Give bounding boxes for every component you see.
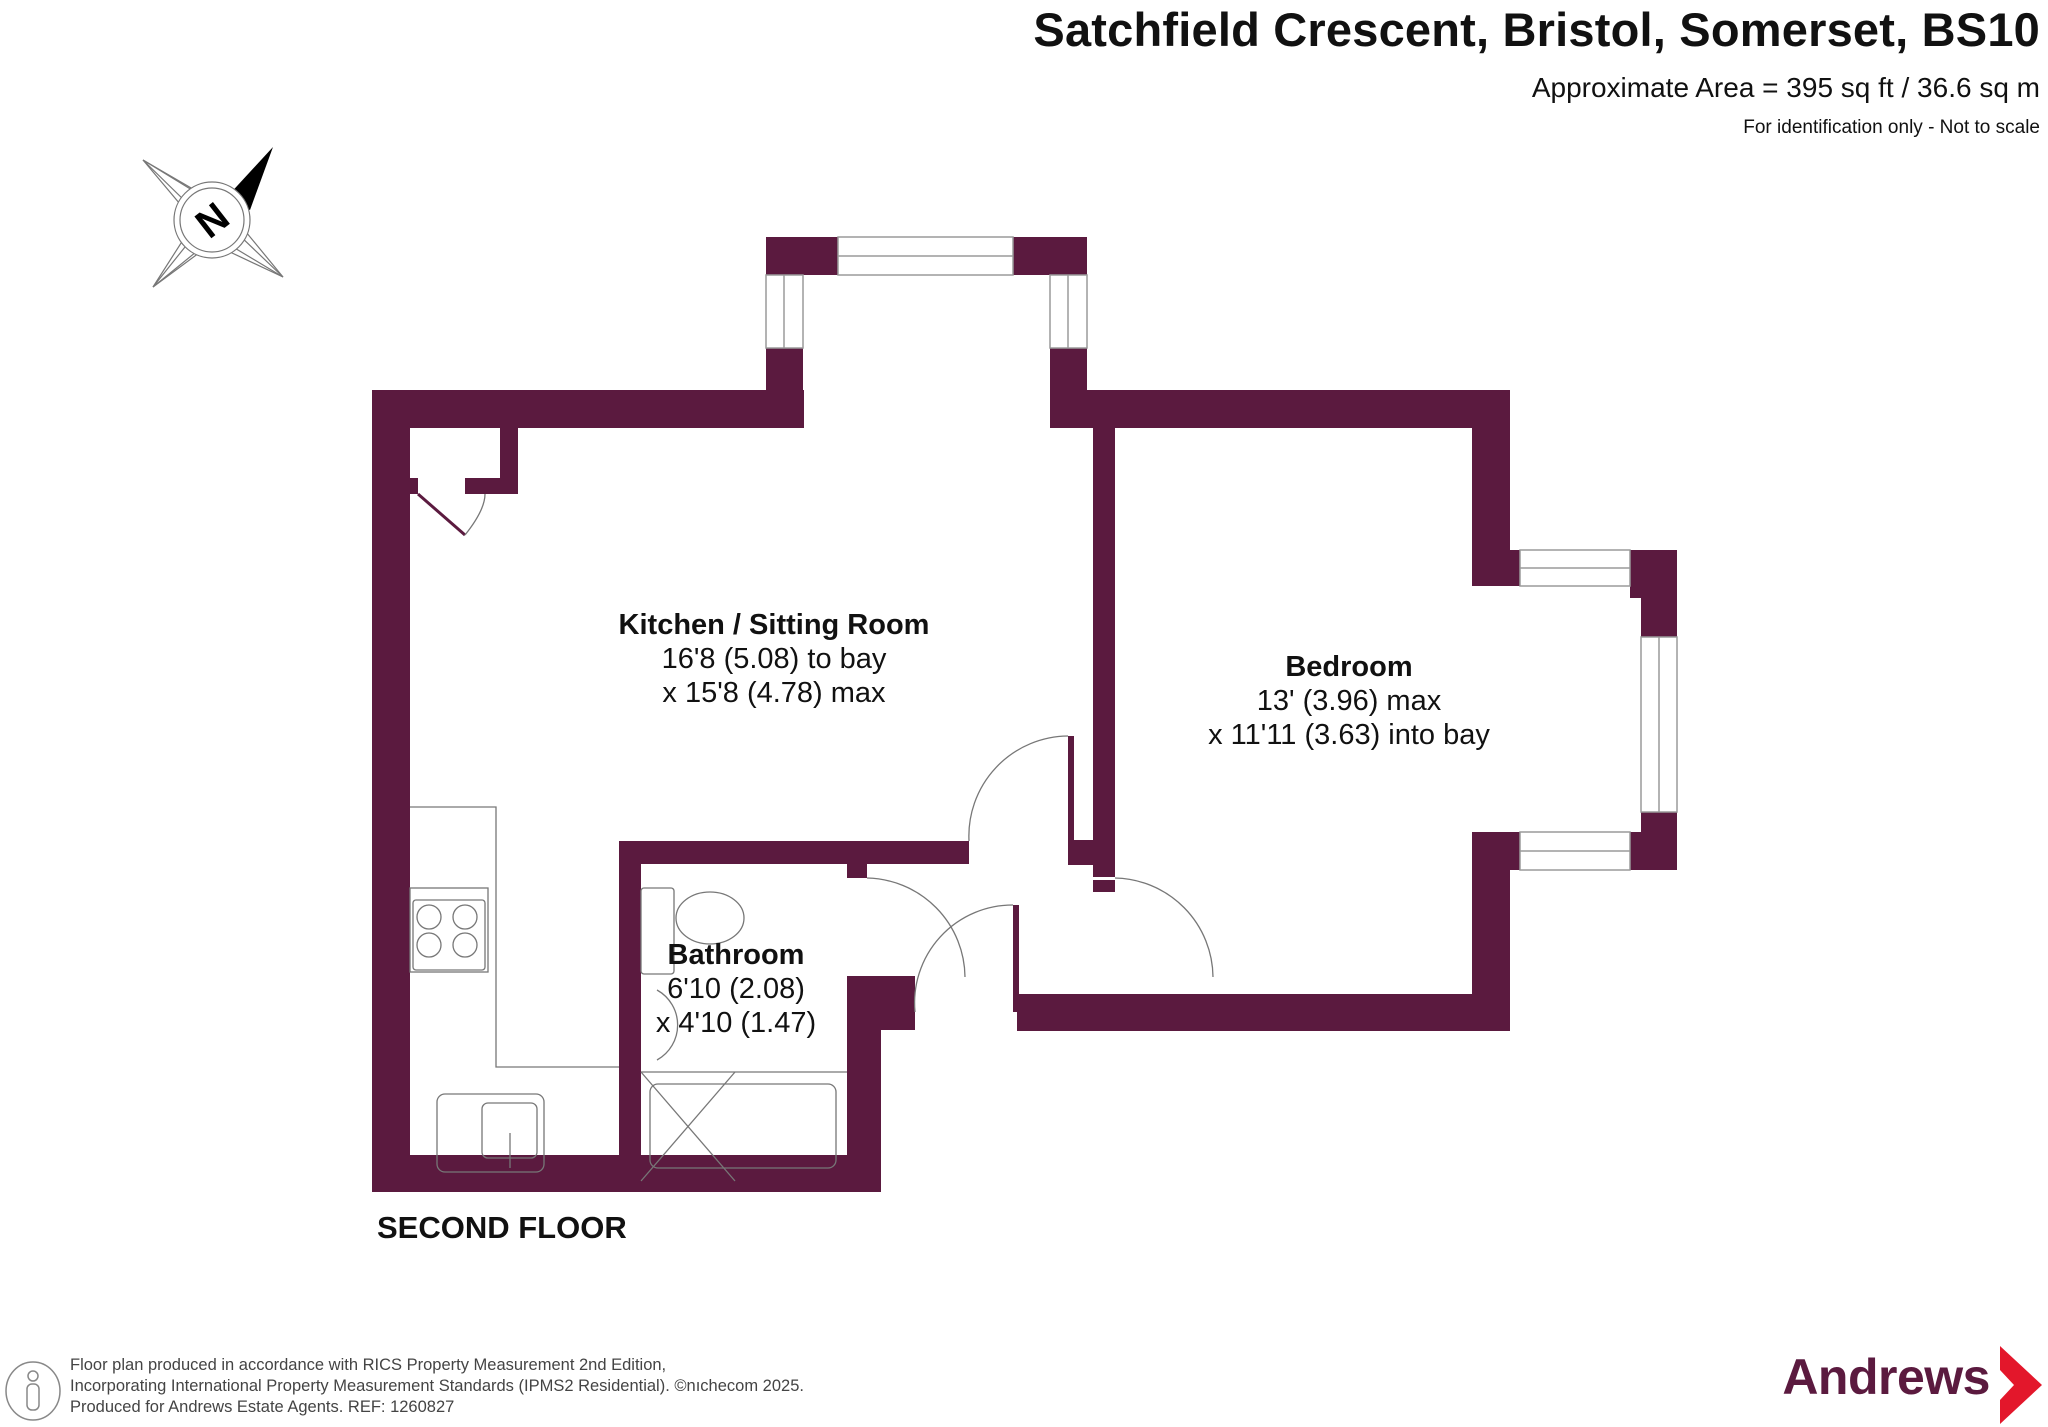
person-icon — [5, 1361, 61, 1421]
room-name: Kitchen / Sitting Room — [618, 609, 930, 641]
windows — [765, 236, 1678, 871]
approximate-area: Approximate Area = 395 sq ft / 36.6 sq m — [1531, 72, 2040, 103]
footer-line: Floor plan produced in accordance with R… — [70, 1356, 667, 1374]
walls — [372, 237, 1677, 1192]
room-dimension: 13' (3.96) max — [1256, 685, 1442, 717]
room-dimension: 16'8 (5.08) to bay — [661, 643, 887, 675]
room-bathroom: Bathroom 6'10 (2.08) x 4'10 (1.47) — [656, 938, 816, 1040]
room-name: Bedroom — [1285, 651, 1413, 683]
room-dimension: x 4'10 (1.47) — [655, 1007, 817, 1039]
footer-line: Incorporating International Property Mea… — [70, 1377, 804, 1395]
room-dimension: 6'10 (2.08) — [667, 973, 805, 1005]
footer-notes: Floor plan produced in accordance with R… — [70, 1355, 804, 1418]
room-name: Bathroom — [667, 939, 805, 971]
fixtures — [409, 492, 1214, 1182]
room-kitchen-sitting-room: Kitchen / Sitting Room 16'8 (5.08) to ba… — [619, 608, 930, 710]
footer-line: Produced for Andrews Estate Agents. REF:… — [70, 1398, 455, 1416]
property-address: Satchfield Crescent, Bristol, Somerset, … — [1033, 3, 2040, 56]
north-arrow-compass-icon: N — [142, 147, 284, 288]
brand-logo-text: Andrews — [1782, 1349, 1990, 1405]
room-dimension: x 11'11 (3.63) into bay — [1208, 719, 1490, 751]
room-bedroom: Bedroom 13' (3.96) max x 11'11 (3.63) in… — [1208, 650, 1490, 752]
scale-disclaimer: For identification only - Not to scale — [1743, 117, 2040, 138]
floor-label: SECOND FLOOR — [377, 1210, 627, 1245]
brand-chevron-icon — [2000, 1346, 2042, 1424]
room-dimension: x 15'8 (4.78) max — [662, 677, 886, 709]
